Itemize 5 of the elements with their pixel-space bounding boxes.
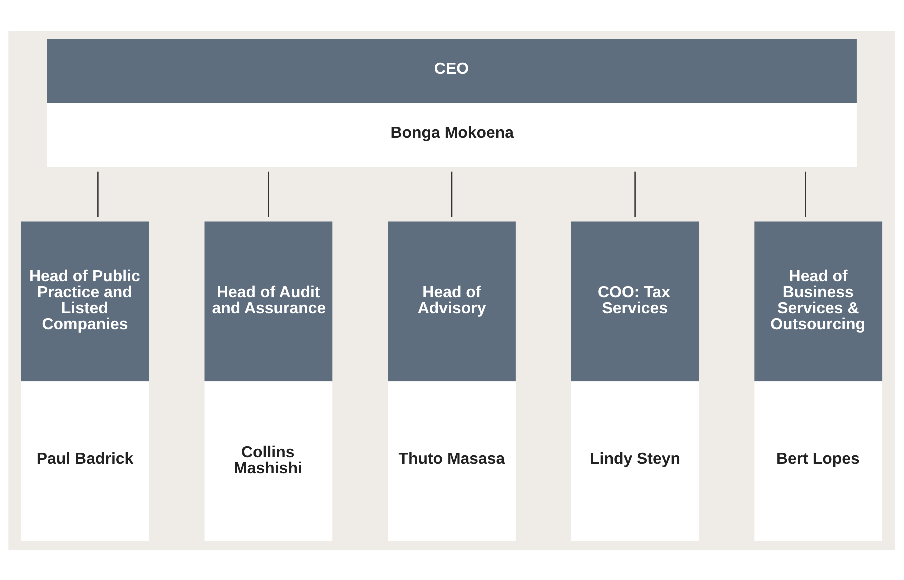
connector	[98, 171, 99, 217]
connector	[805, 171, 806, 217]
connector	[634, 171, 636, 217]
connector	[451, 171, 453, 217]
connector	[268, 171, 270, 217]
